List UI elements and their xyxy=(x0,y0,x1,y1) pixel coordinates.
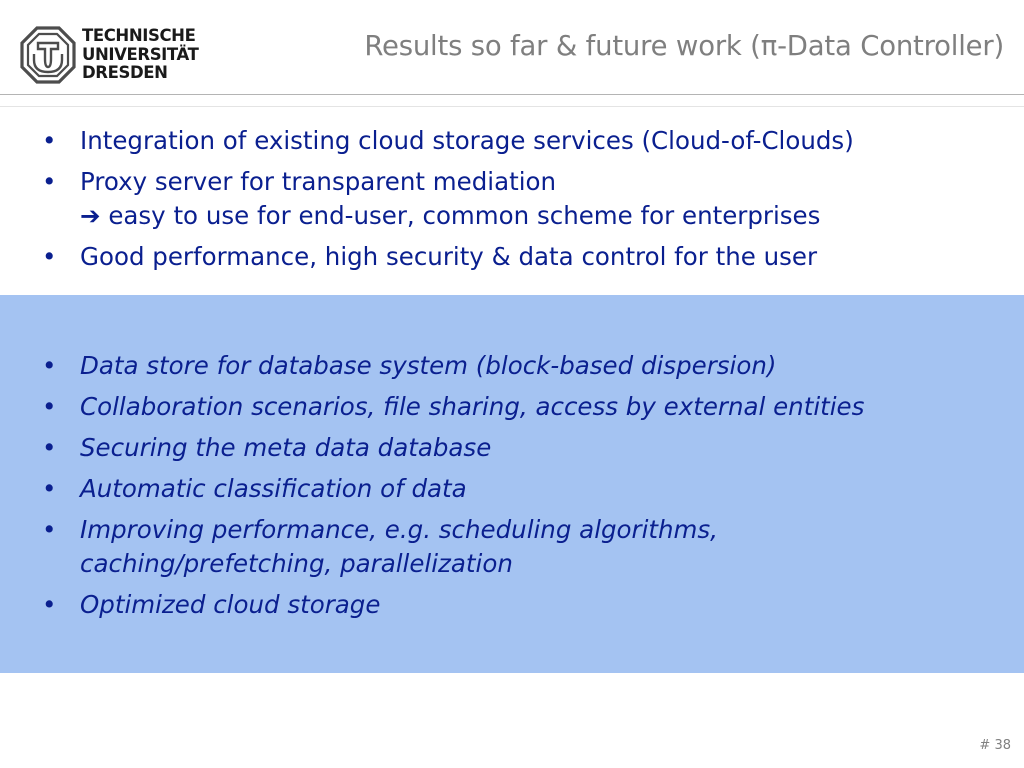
bullet-icon: • xyxy=(42,590,57,619)
header-divider-light xyxy=(0,106,1024,107)
bullet-icon: • xyxy=(42,351,57,380)
results-item-text: Integration of existing cloud storage se… xyxy=(80,126,854,155)
future-work-item-text: Improving performance, e.g. scheduling a… xyxy=(80,515,718,544)
results-item: • Good performance, high security & data… xyxy=(40,240,1010,274)
slide-header: TECHNISCHE UNIVERSITÄT DRESDEN Results s… xyxy=(0,0,1024,94)
bullet-icon: • xyxy=(42,433,57,462)
future-work-item-text-continued: caching/prefetching, parallelization xyxy=(80,549,513,578)
bullet-icon: • xyxy=(42,167,57,196)
logo-line-2: UNIVERSITÄT xyxy=(82,44,199,64)
future-work-panel: • Data store for database system (block-… xyxy=(0,295,1024,673)
logo-wordmark: TECHNISCHE UNIVERSITÄT DRESDEN xyxy=(82,26,199,83)
future-work-list: • Data store for database system (block-… xyxy=(40,349,1010,629)
future-work-item-text: Securing the meta data database xyxy=(80,433,492,462)
results-item-text: Good performance, high security & data c… xyxy=(80,242,818,271)
bullet-icon: • xyxy=(42,392,57,421)
bullet-icon: • xyxy=(42,242,57,271)
tu-dresden-logo-icon xyxy=(20,26,76,84)
future-work-item: • Automatic classification of data xyxy=(40,472,1010,506)
results-item: • Proxy server for transparent mediation… xyxy=(40,165,1010,233)
results-item-text-continued: ➔ easy to use for end-user, common schem… xyxy=(80,201,821,230)
university-logo: TECHNISCHE UNIVERSITÄT DRESDEN xyxy=(20,26,220,86)
header-divider xyxy=(0,94,1024,95)
bullet-icon: • xyxy=(42,474,57,503)
future-work-item: • Improving performance, e.g. scheduling… xyxy=(40,513,1010,581)
future-work-item: • Optimized cloud storage xyxy=(40,588,1010,622)
future-work-item-text: Automatic classification of data xyxy=(80,474,467,503)
logo-line-3: DRESDEN xyxy=(82,63,168,82)
logo-line-1: TECHNISCHE xyxy=(82,26,196,45)
future-work-item: • Securing the meta data database xyxy=(40,431,1010,465)
bullet-icon: • xyxy=(42,126,57,155)
results-item: • Integration of existing cloud storage … xyxy=(40,124,1010,158)
future-work-item-text: Collaboration scenarios, file sharing, a… xyxy=(80,392,865,421)
future-work-item-text: Data store for database system (block-ba… xyxy=(80,351,777,380)
future-work-item: • Collaboration scenarios, file sharing,… xyxy=(40,390,1010,424)
future-work-item-text: Optimized cloud storage xyxy=(80,590,381,619)
future-work-item: • Data store for database system (block-… xyxy=(40,349,1010,383)
results-item-text: Proxy server for transparent mediation xyxy=(80,167,557,196)
bullet-icon: • xyxy=(42,515,57,544)
results-list: • Integration of existing cloud storage … xyxy=(40,124,1010,281)
slide-title: Results so far & future work (π-Data Con… xyxy=(364,30,1004,62)
page-number: # 38 xyxy=(979,738,1011,753)
